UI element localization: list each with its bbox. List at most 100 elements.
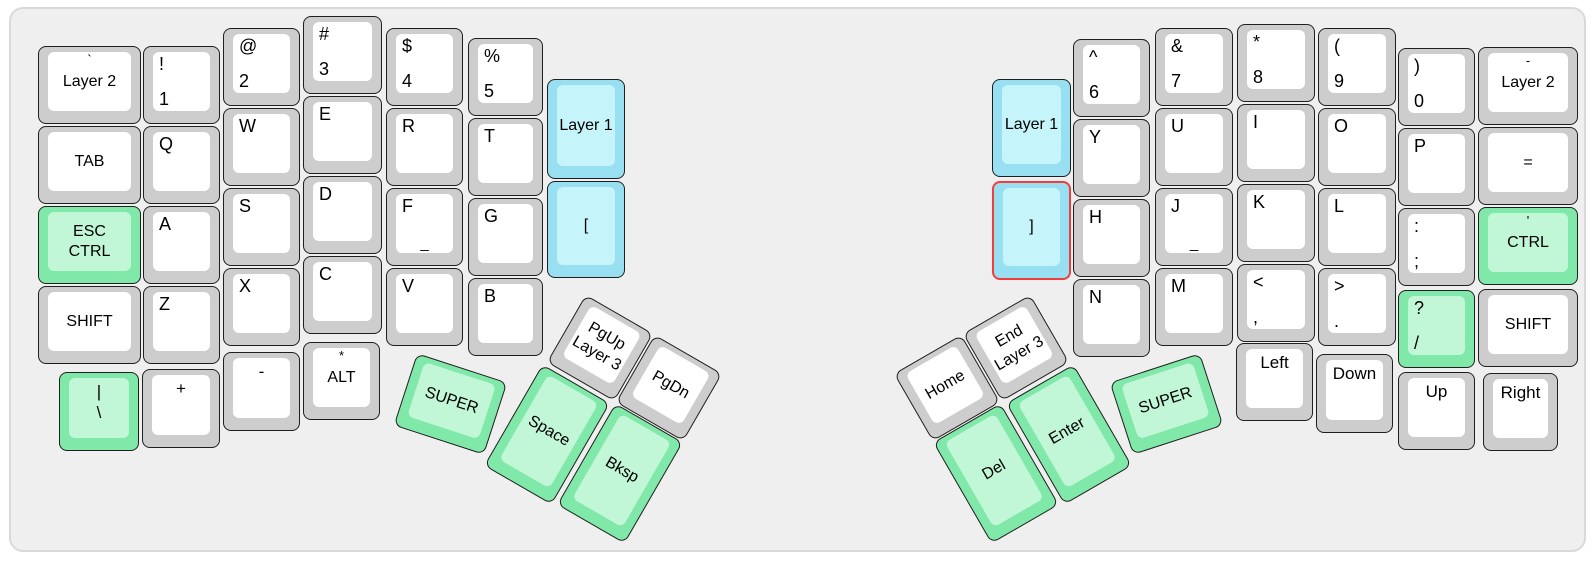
key-arrow-up[interactable]: Up	[1398, 372, 1475, 450]
key-r[interactable]: R	[386, 108, 463, 186]
key-label-bottom: 5	[484, 81, 495, 101]
keycap-top: Y	[1083, 125, 1140, 184]
key-label-line: Layer 1	[1004, 115, 1059, 133]
key-e[interactable]: E	[303, 96, 382, 174]
keycap-top: !1	[153, 52, 210, 111]
key-percent-5[interactable]: %5	[468, 38, 543, 116]
key-minus-layer2[interactable]: -Layer 2	[1478, 47, 1578, 125]
key-lt-comma[interactable]: <,	[1237, 264, 1315, 342]
key-label-top: *	[1253, 32, 1261, 52]
keycap-top: R	[396, 114, 453, 173]
key-arrow-left[interactable]: Left	[1236, 343, 1313, 421]
key-asterisk-alt[interactable]: *ALT	[303, 342, 380, 420]
key-x[interactable]: X	[223, 268, 300, 346]
key-v[interactable]: V	[386, 268, 463, 346]
key-label-main: SHIFT	[48, 292, 131, 351]
key-dollar-4[interactable]: $4	[386, 28, 463, 106]
key-c[interactable]: C	[303, 256, 382, 334]
key-k[interactable]: K	[1237, 184, 1315, 262]
key-p[interactable]: P	[1398, 128, 1475, 206]
key-m[interactable]: M	[1155, 268, 1233, 346]
key-label-top: D	[319, 184, 332, 204]
key-exclam-1[interactable]: !1	[143, 46, 220, 124]
key-label-main: =	[1488, 133, 1568, 192]
key-plus[interactable]: +	[142, 369, 220, 448]
keycap-top: SUPER	[1120, 361, 1210, 440]
key-label-top: Z	[159, 294, 170, 314]
keycap-top: H	[1083, 205, 1140, 264]
key-label-top: M	[1171, 276, 1186, 296]
key-q[interactable]: Q	[143, 126, 220, 204]
key-at-2[interactable]: @2	[223, 28, 300, 106]
keycap-top: Up	[1408, 378, 1465, 437]
key-label-bottom: 9	[1334, 71, 1345, 91]
key-hash-3[interactable]: #3	[303, 16, 382, 94]
key-o[interactable]: O	[1318, 108, 1396, 186]
keycap-top: +	[152, 375, 210, 435]
key-label-top: F	[402, 196, 413, 216]
key-label-top: R	[402, 116, 415, 136]
key-h[interactable]: H	[1073, 199, 1150, 277]
key-label-line: Layer 2	[62, 72, 117, 90]
key-pipe-backslash[interactable]: |\	[59, 372, 139, 451]
key-rparen-0[interactable]: )0	[1398, 48, 1475, 126]
key-g[interactable]: G	[468, 198, 543, 276]
keycap-top: =	[1488, 133, 1568, 192]
key-tab[interactable]: TAB	[38, 126, 141, 204]
key-equals[interactable]: =	[1478, 127, 1578, 205]
key-shift-left[interactable]: SHIFT	[38, 286, 141, 364]
key-gt-period[interactable]: >.	[1318, 268, 1396, 346]
key-arrow-down[interactable]: Down	[1316, 354, 1393, 433]
key-right-bracket[interactable]: ]	[992, 181, 1071, 280]
key-label-line: SUPER	[1135, 383, 1194, 417]
key-t[interactable]: T	[468, 118, 543, 196]
key-a[interactable]: A	[143, 206, 220, 284]
key-layer1-left[interactable]: Layer 1	[547, 79, 625, 179]
key-layer2-left[interactable]: `Layer 2	[38, 46, 141, 124]
key-question-slash[interactable]: ?/	[1398, 290, 1475, 368]
key-s[interactable]: S	[223, 188, 300, 266]
key-arrow-right[interactable]: Right	[1483, 373, 1558, 451]
key-minus-left[interactable]: -	[223, 352, 300, 431]
key-asterisk-8[interactable]: *8	[1237, 24, 1315, 102]
key-f[interactable]: F_	[386, 188, 463, 266]
key-w[interactable]: W	[223, 108, 300, 186]
key-label-bottom: 6	[1089, 82, 1100, 102]
key-lparen-9[interactable]: (9	[1318, 28, 1396, 106]
key-label-top: P	[1414, 136, 1427, 156]
key-y[interactable]: Y	[1073, 119, 1150, 197]
key-colon-semicolon[interactable]: :;	[1398, 208, 1475, 286]
key-label-main: ALT	[313, 348, 370, 407]
key-d[interactable]: D	[303, 176, 382, 254]
key-u[interactable]: U	[1155, 108, 1233, 186]
keycap-top: SHIFT	[48, 292, 131, 351]
key-z[interactable]: Z	[143, 286, 220, 364]
key-j[interactable]: J_	[1155, 188, 1233, 266]
key-b[interactable]: B	[468, 278, 543, 356]
key-label-bottom: 4	[402, 71, 413, 91]
key-i[interactable]: I	[1237, 104, 1315, 182]
key-label-top: )	[1414, 56, 1420, 76]
key-n[interactable]: N	[1073, 279, 1150, 357]
key-label-line: Layer 2	[1501, 73, 1555, 91]
key-label-main: Layer 1	[1002, 85, 1061, 164]
key-caret-6[interactable]: ^6	[1073, 39, 1150, 117]
key-label-line: SUPER	[422, 383, 481, 417]
keycap-top: C	[313, 262, 372, 321]
key-label-main: Layer 2	[48, 52, 131, 111]
key-layer1-right[interactable]: Layer 1	[992, 79, 1071, 177]
key-left-bracket[interactable]: [	[547, 181, 625, 278]
key-label-line: Left	[1260, 353, 1289, 372]
key-quote-ctrl[interactable]: 'CTRL	[1478, 207, 1578, 285]
key-label-main: Layer 1	[557, 85, 615, 166]
keycap-top: E	[313, 102, 372, 161]
keycap-top: :;	[1408, 214, 1465, 273]
key-amp-7[interactable]: &7	[1155, 28, 1233, 106]
key-shift-right[interactable]: SHIFT	[1478, 289, 1578, 367]
key-label-top: A	[159, 214, 172, 234]
key-label-bottom: .	[1334, 311, 1340, 331]
key-l[interactable]: L	[1318, 188, 1396, 266]
